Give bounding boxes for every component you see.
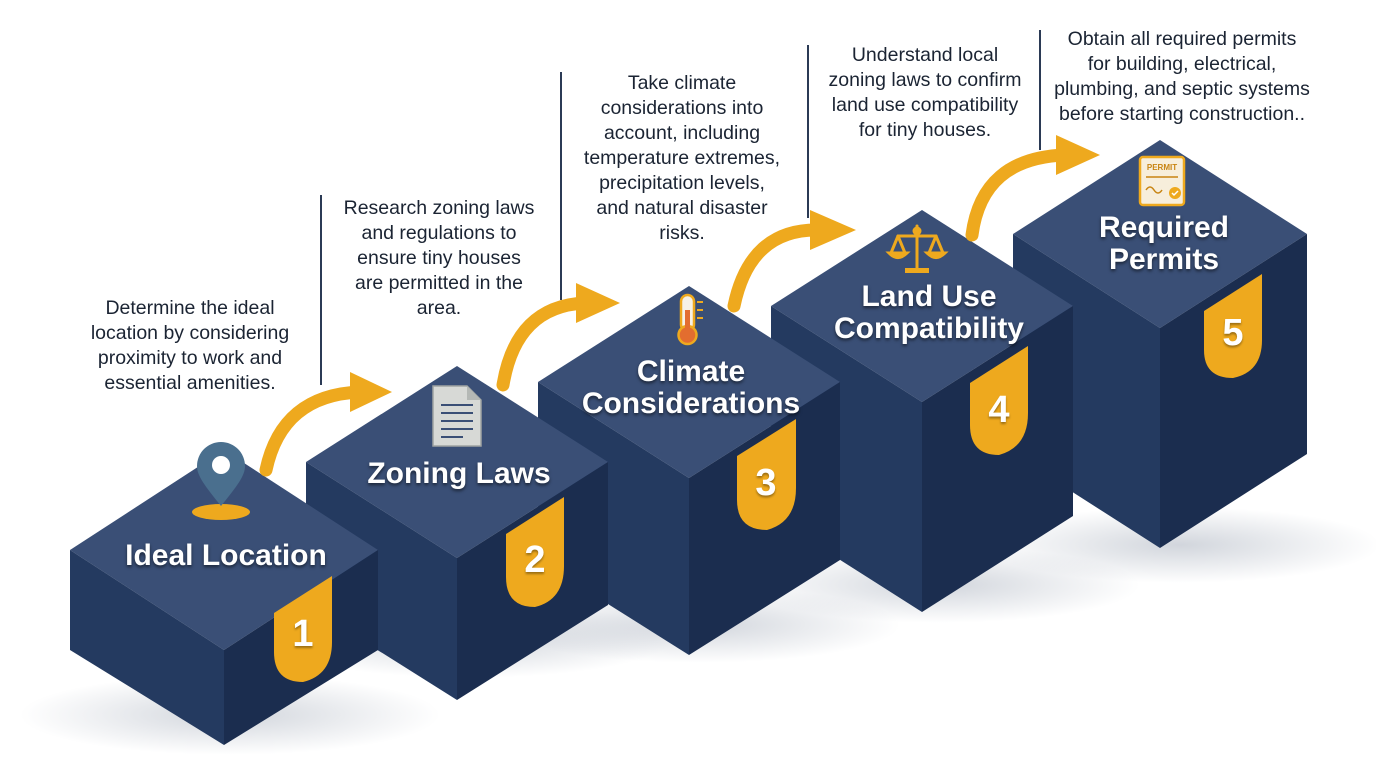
arrow-1-to-2 xyxy=(259,372,392,477)
step-1-title: Ideal Location xyxy=(125,539,327,572)
step-2-title: Zoning Laws xyxy=(367,457,551,490)
step-1-description: Determine the ideal location by consider… xyxy=(90,297,290,394)
step-4-title: Land Use Compatibility xyxy=(833,280,1024,345)
number-badge-3 xyxy=(737,419,796,530)
step-5-number: 5 xyxy=(1222,312,1244,354)
arrow-3-to-4 xyxy=(727,210,856,313)
step-block-5 xyxy=(1013,140,1307,548)
permit-certificate-icon: PERMIT xyxy=(1138,155,1186,207)
arrow-2-to-3 xyxy=(496,283,620,392)
step-3-title: Climate Considerations xyxy=(581,355,801,420)
arrow-4-to-5 xyxy=(965,135,1100,242)
thermometer-icon xyxy=(677,293,703,346)
step-4-description: Understand local zoning laws to confirm … xyxy=(828,44,1022,141)
scales-icon xyxy=(885,224,949,273)
number-badge-4 xyxy=(970,346,1028,455)
step-3-number: 3 xyxy=(755,462,777,504)
number-badge-2 xyxy=(506,497,564,607)
map-pin-icon xyxy=(192,442,250,520)
svg-text:PERMIT: PERMIT xyxy=(1147,163,1177,172)
step-2-number: 2 xyxy=(524,539,546,581)
step-2-description: Research zoning laws and regulations to … xyxy=(343,197,535,319)
step-4-number: 4 xyxy=(988,389,1010,431)
number-badge-1 xyxy=(274,576,332,682)
step-block-1 xyxy=(70,450,378,745)
step-block-2 xyxy=(306,366,608,700)
step-1-number: 1 xyxy=(292,613,314,655)
step-5-description: Obtain all required permits for building… xyxy=(1054,28,1310,125)
document-icon xyxy=(432,385,482,447)
step-3-description: Take climate considerations into account… xyxy=(583,72,781,244)
step-5-title: Required Permits xyxy=(1098,211,1230,276)
number-badge-5 xyxy=(1204,274,1262,378)
